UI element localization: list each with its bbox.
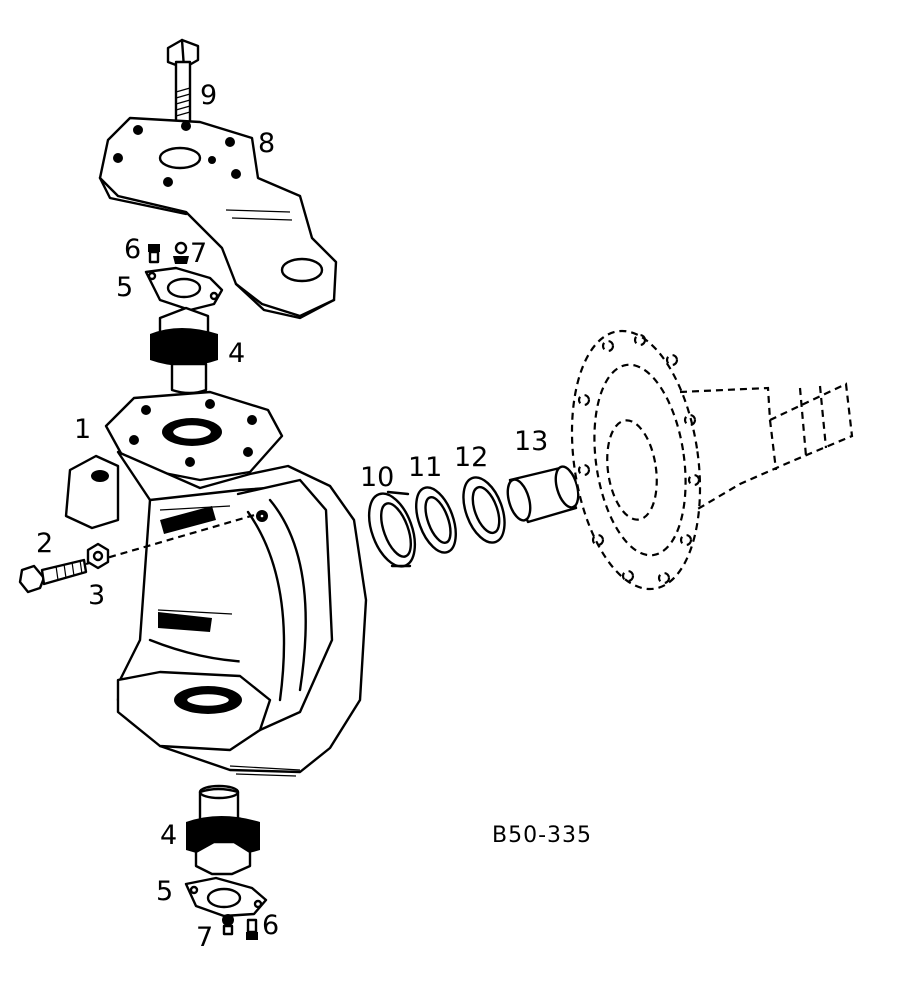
part-12-ring — [462, 476, 506, 544]
part-4-kingpin-bottom — [186, 784, 260, 876]
part-6-screw-bottom — [246, 918, 258, 940]
part-2-bolt — [18, 558, 88, 594]
callout-6-bottom: 6 — [262, 910, 279, 941]
callout-9: 9 — [200, 80, 217, 111]
callout-11: 11 — [408, 452, 442, 483]
callout-4-bottom: 4 — [160, 820, 177, 851]
callout-2: 2 — [36, 528, 53, 559]
part-5-shim-top — [144, 266, 224, 312]
part-7-grease-fitting-bottom — [222, 914, 234, 936]
part-6-screw-top — [148, 244, 160, 264]
part-11-ring — [415, 486, 457, 554]
part-10-seal — [367, 490, 417, 568]
callout-10: 10 — [360, 462, 394, 493]
part-5-shim-bottom — [184, 876, 268, 918]
callout-8: 8 — [258, 128, 275, 159]
callout-5-bottom: 5 — [156, 876, 173, 907]
part-13-bushing — [506, 465, 580, 524]
part-1-steering-knuckle — [64, 390, 368, 777]
part-7-grease-fitting-top — [173, 241, 189, 264]
spindle-dashed — [570, 329, 854, 591]
figure-reference: B50-335 — [492, 823, 592, 848]
callout-5-top: 5 — [116, 272, 133, 303]
callout-3: 3 — [88, 580, 105, 611]
callout-4-top: 4 — [228, 338, 245, 369]
callout-13: 13 — [514, 426, 548, 457]
assembly-line — [85, 512, 259, 566]
callout-6-top: 6 — [124, 234, 141, 265]
callout-1: 1 — [74, 414, 91, 445]
part-3-nut — [86, 542, 110, 570]
part-4-kingpin-top — [150, 306, 218, 395]
callout-7-top: 7 — [190, 238, 207, 269]
part-8-steering-arm — [98, 116, 338, 320]
callout-12: 12 — [454, 442, 488, 473]
callout-7-bottom: 7 — [196, 922, 213, 953]
part-9-bolt — [166, 38, 200, 124]
